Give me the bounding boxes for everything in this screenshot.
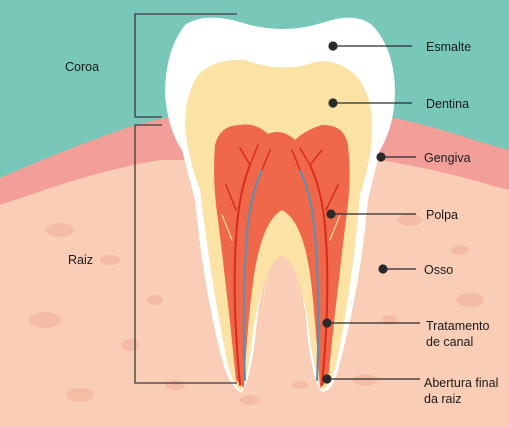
crown-label: Coroa — [65, 60, 99, 74]
root-label: Raiz — [68, 253, 93, 267]
enamel-label: Esmalte — [426, 40, 471, 54]
canal-label-line2: de canal — [426, 335, 473, 349]
canal-label-line1: Tratamento — [426, 319, 490, 333]
dentin-label: Dentina — [426, 97, 469, 111]
apex-label-line2: da raiz — [424, 392, 462, 406]
bone-label: Osso — [424, 263, 453, 277]
gum-label: Gengiva — [424, 151, 471, 165]
apex-label-line1: Abertura final — [424, 376, 498, 390]
pulp-label: Polpa — [426, 208, 458, 222]
